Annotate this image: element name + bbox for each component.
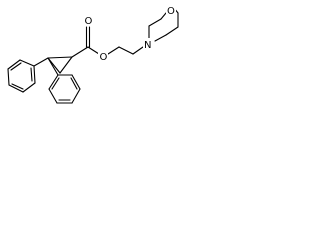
ph-right-d3: [51, 77, 60, 90]
ph-left-b3: [7, 68, 10, 86]
phenyl-ring-right: [48, 74, 81, 104]
ph-left-d3: [30, 67, 33, 82]
ph-right-d1: [70, 77, 78, 90]
ph-right-b2: [71, 74, 81, 90]
structure-canvas: O O N O: [0, 0, 183, 116]
atom-label-ester-oxygen: O: [100, 52, 108, 63]
ph-left-b1: [19, 59, 35, 67]
ph-right-b5: [48, 88, 58, 104]
phenyl-ring-left: [7, 59, 36, 93]
atom-label-carbonyl-oxygen: O: [85, 16, 93, 27]
ester-group: [71, 26, 120, 58]
bond-quat-to-phenyl-left: [33, 57, 49, 67]
bond-quat-to-phenyl-right: [47, 57, 59, 76]
bond-cp1: [59, 56, 73, 74]
bond-morph2: [148, 18, 162, 27]
bond-ring-to-carbonyl: [71, 46, 89, 58]
bond-ester-o-to-ch2: [107, 46, 120, 55]
bond-morph5: [165, 26, 179, 36]
bond-morph6: [154, 34, 167, 42]
ethyl-linker: [118, 46, 144, 55]
ph-right-b6: [48, 74, 59, 90]
bond-ch2-ch2: [118, 46, 134, 55]
ph-left-b4: [8, 84, 24, 93]
bond-carbonyl-to-ester-o: [87, 46, 100, 55]
ph-left-b5: [22, 82, 36, 93]
chemical-structure-diagram: O O N O: [7, 4, 179, 104]
ph-left-d1: [10, 62, 22, 71]
atom-labels: O O N O: [83, 4, 176, 63]
atom-label-morpholine-nitrogen: N: [144, 40, 151, 51]
bond-ch2-to-n: [132, 46, 144, 55]
ph-left-d2: [11, 83, 24, 90]
ph-left-b6: [33, 65, 36, 84]
atom-label-morpholine-oxygen: O: [167, 6, 175, 17]
diphenyl-substituents: [33, 57, 59, 76]
bond-morph3: [160, 12, 167, 20]
ph-right-b3: [71, 88, 81, 104]
bond-cp3: [47, 56, 73, 59]
ph-left-b2: [7, 59, 21, 70]
